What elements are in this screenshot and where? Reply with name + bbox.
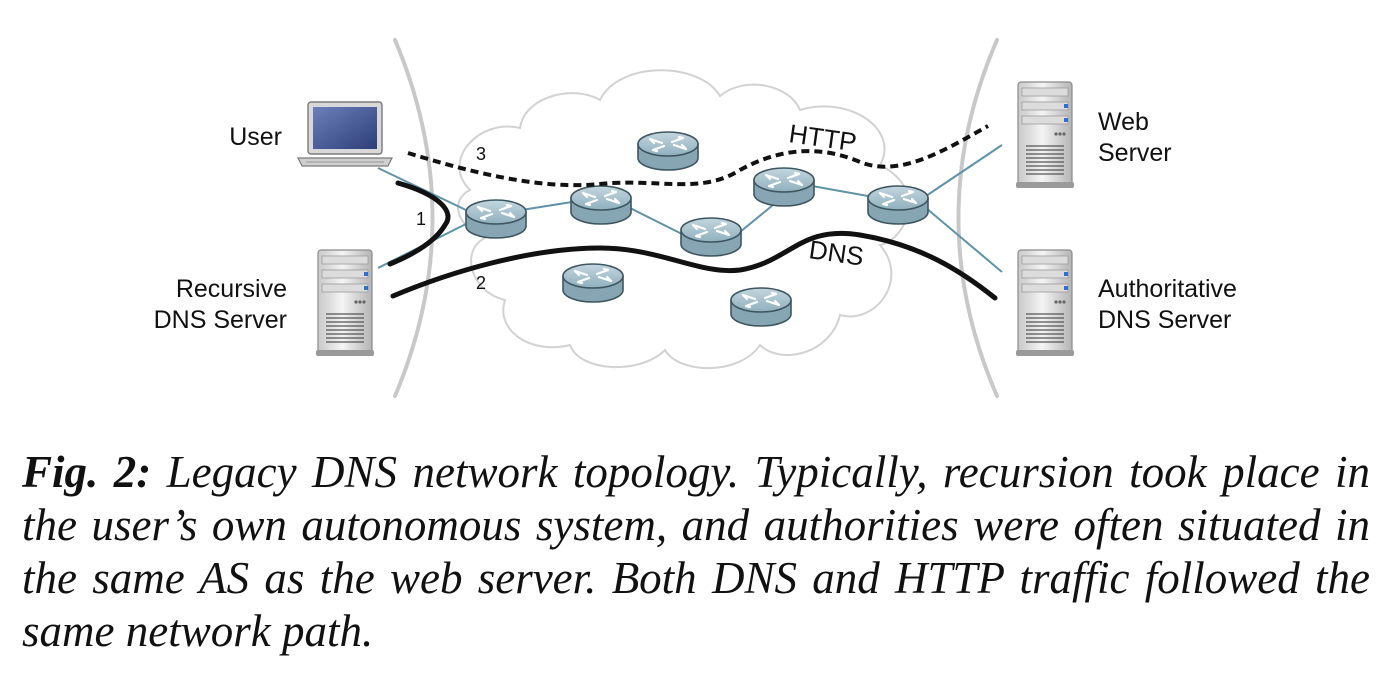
left-as-boundary [393, 38, 435, 398]
web-server-label-line2: Server [1098, 139, 1172, 167]
recursive-label-line1: Recursive [176, 275, 287, 303]
caption-text: Legacy DNS network topology. Typically, … [22, 447, 1370, 656]
router-icon [464, 198, 528, 240]
recursion-path [387, 180, 451, 267]
right-as-boundary [956, 38, 999, 398]
router-icon [636, 130, 700, 172]
web-server-icon [1015, 81, 1075, 189]
authoritative-server-icon [1015, 249, 1075, 357]
step-2-label: 2 [476, 273, 486, 293]
http-label: HTTP [787, 118, 858, 157]
recursive-label-line2: DNS Server [154, 306, 287, 334]
laptop-icon [297, 101, 393, 167]
router-icon [679, 216, 743, 258]
router-icon [561, 262, 625, 304]
recursive-server-icon [315, 249, 375, 357]
dns-path [390, 230, 998, 301]
router-icon [866, 184, 930, 226]
network-cloud [457, 69, 910, 370]
step-1-label: 1 [416, 209, 426, 229]
http-path [407, 124, 989, 188]
user-label: User [229, 123, 282, 151]
web-server-label-line1: Web [1098, 108, 1149, 136]
authoritative-label-line1: Authoritative [1098, 275, 1237, 303]
figure-number: Fig. 2: [22, 447, 152, 497]
router-icon [569, 184, 633, 226]
router-icon [752, 166, 816, 208]
router-icon [729, 286, 793, 328]
dns-label: DNS [807, 234, 866, 271]
authoritative-label-line2: DNS Server [1098, 306, 1231, 334]
step-3-label: 3 [476, 144, 486, 164]
figure-caption: Fig. 2: Legacy DNS network topology. Typ… [22, 446, 1370, 658]
dns-topology-diagram: 3 1 2 HTTP DNS User Recursive DNS Server… [154, 38, 1237, 398]
